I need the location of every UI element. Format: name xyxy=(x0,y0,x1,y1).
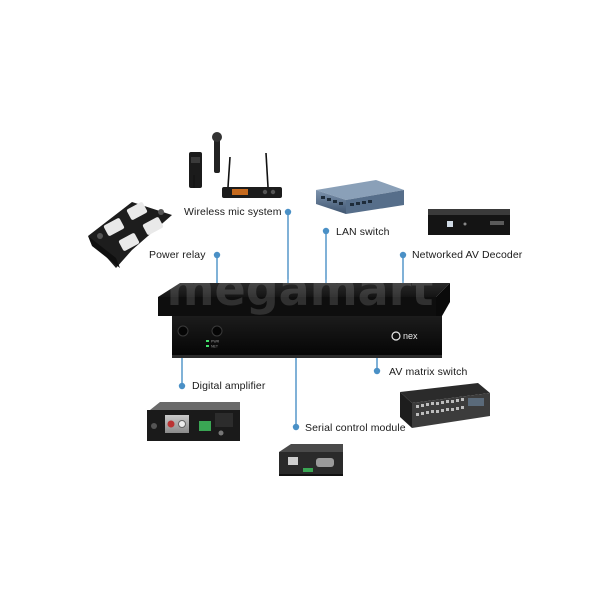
hub-knob-right xyxy=(211,325,223,337)
serial-module-icon xyxy=(279,444,343,476)
dot xyxy=(322,227,330,235)
connector-lines xyxy=(181,212,404,427)
label-digital-amp: Digital amplifier xyxy=(192,380,266,392)
nex-logo-icon xyxy=(391,331,401,341)
label-serial-module: Serial control module xyxy=(305,422,406,434)
hub-led-label: NET xyxy=(211,345,219,349)
decoder-icon xyxy=(428,209,510,235)
relay-device-icon xyxy=(88,202,172,268)
hub-led-green xyxy=(206,340,209,342)
hub-led-green xyxy=(206,345,209,347)
label-av-matrix: AV matrix switch xyxy=(389,366,468,378)
label-lan-switch: LAN switch xyxy=(336,226,390,238)
dot xyxy=(292,423,300,431)
hub-knob-left xyxy=(177,325,189,337)
matrix-switch-icon xyxy=(400,383,490,428)
label-wireless-mic: Wireless mic system xyxy=(184,206,282,218)
microphone-icon xyxy=(189,132,282,198)
hub-brand-label: nex xyxy=(403,331,418,341)
dot xyxy=(213,251,221,259)
dot xyxy=(373,367,381,375)
hub-led-label: PWR xyxy=(211,340,220,344)
label-power-relay: Power relay xyxy=(149,249,206,261)
network-switch-icon xyxy=(316,180,404,214)
dot xyxy=(399,251,407,259)
amplifier-icon xyxy=(147,402,240,441)
dot xyxy=(284,208,292,216)
label-av-decoder: Networked AV Decoder xyxy=(412,249,523,261)
watermark-text: megamart xyxy=(167,262,434,316)
dot xyxy=(178,382,186,390)
hub-device: PWR NET nex xyxy=(158,283,450,358)
